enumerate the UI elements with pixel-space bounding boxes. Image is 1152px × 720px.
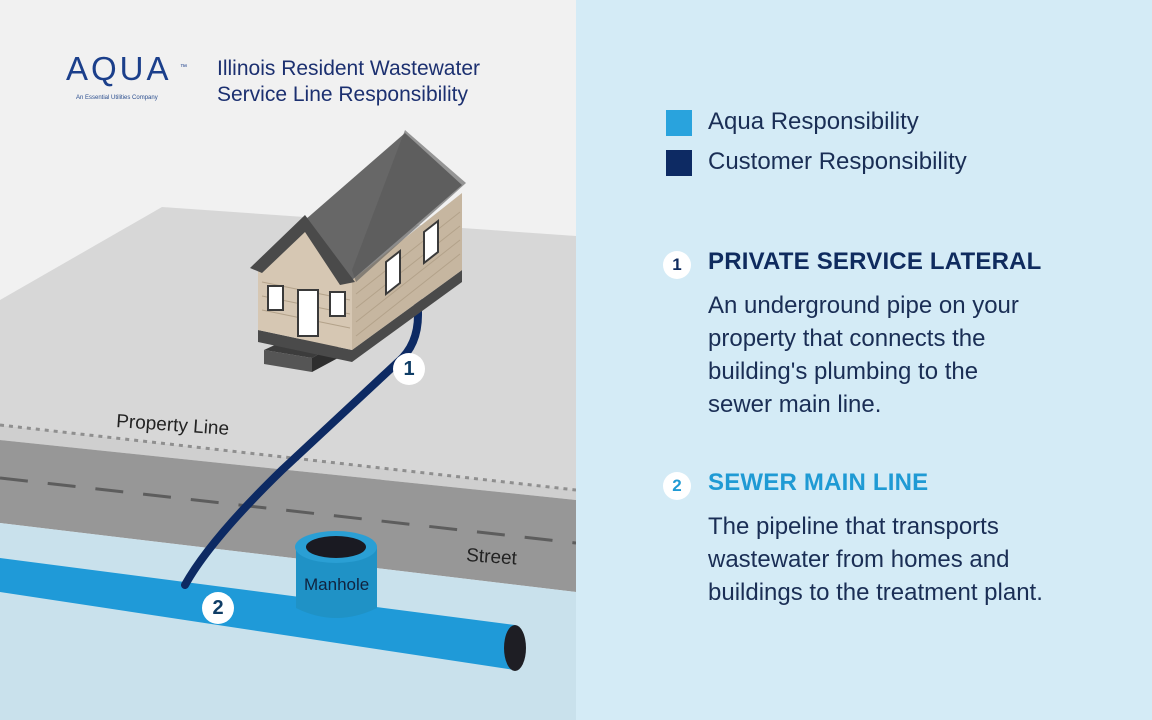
manhole-label: Manhole	[304, 575, 370, 594]
section-body-line: An underground pipe on your	[708, 292, 1019, 319]
section-heading: PRIVATE SERVICE LATERAL	[708, 248, 1042, 275]
legend-swatch-customer	[666, 150, 692, 176]
sewer-main-pipe	[0, 558, 515, 670]
page-title-line-1: Illinois Resident Wastewater	[217, 57, 480, 80]
section-body-line: The pipeline that transports	[708, 513, 999, 540]
logo-trademark: ™	[180, 64, 187, 71]
section-number: 2	[663, 472, 691, 500]
service-line-diagram	[0, 130, 576, 720]
page-title-line-2: Service Line Responsibility	[217, 83, 468, 106]
section-body-line: buildings to the treatment plant.	[708, 579, 1043, 606]
private-lateral-pipe	[181, 286, 422, 589]
lateral-marker: 1	[393, 353, 425, 385]
manhole	[295, 531, 377, 618]
section-body-line: wastewater from homes and	[708, 546, 1010, 573]
sewer-main-marker: 2	[202, 592, 234, 624]
section-body: The pipeline that transports wastewater …	[708, 510, 1118, 609]
house	[250, 130, 466, 372]
property-line	[0, 423, 576, 492]
legend-label-aqua: Aqua Responsibility	[708, 108, 919, 135]
legend-swatch-aqua	[666, 110, 692, 136]
legend-label-customer: Customer Responsibility	[708, 148, 967, 175]
sewer-main-opening	[504, 625, 526, 671]
section-body-line: sewer main line.	[708, 391, 882, 418]
logo-tagline: An Essential Utilities Company	[76, 95, 158, 101]
street-centerline	[0, 476, 576, 545]
street	[0, 440, 576, 592]
section-body-line: building's plumbing to the	[708, 358, 979, 385]
aqua-logo: AQUA ™ An Essential Utilities Company	[62, 50, 202, 110]
section-body-line: property that connects the	[708, 325, 986, 352]
street-label: Street	[465, 545, 518, 570]
section-heading: SEWER MAIN LINE	[708, 469, 929, 496]
section-number: 1	[663, 251, 691, 279]
section-body: An underground pipe on your property tha…	[708, 289, 1118, 421]
logo-wordmark: AQUA	[66, 50, 172, 87]
page-title: Illinois Resident Wastewater Service Lin…	[217, 56, 480, 108]
diagram-panel: AQUA ™ An Essential Utilities Company Il…	[0, 0, 576, 720]
